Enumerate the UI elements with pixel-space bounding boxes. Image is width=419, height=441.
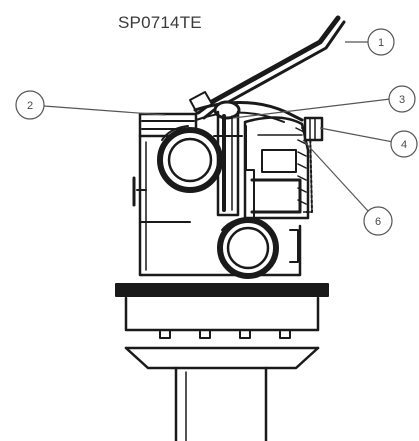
callout-5-number: 6 bbox=[375, 216, 381, 228]
callout-4-number: 4 bbox=[401, 139, 407, 151]
model-number-label: SP0714TE bbox=[118, 13, 202, 32]
right-housing bbox=[243, 116, 313, 220]
upper-port bbox=[157, 125, 223, 193]
callout-4: 4 bbox=[319, 127, 418, 158]
callout-3-number: 3 bbox=[399, 94, 405, 106]
handle-lever bbox=[189, 15, 346, 120]
valve-body bbox=[132, 134, 302, 277]
central-stem bbox=[213, 100, 243, 217]
callout-3: 3 bbox=[232, 85, 416, 119]
callout-5: 6 bbox=[302, 139, 393, 236]
lower-pipe bbox=[124, 346, 320, 441]
callouts: 1 2 3 4 6 bbox=[15, 28, 418, 236]
callout-1-number: 1 bbox=[378, 37, 384, 49]
mounting-flange bbox=[115, 283, 329, 339]
callout-2: 2 bbox=[15, 90, 166, 120]
callout-1: 1 bbox=[345, 28, 395, 56]
lower-port bbox=[217, 217, 299, 279]
valve-drawing bbox=[115, 15, 346, 441]
side-knob bbox=[303, 116, 324, 142]
callout-2-number: 2 bbox=[27, 100, 33, 112]
